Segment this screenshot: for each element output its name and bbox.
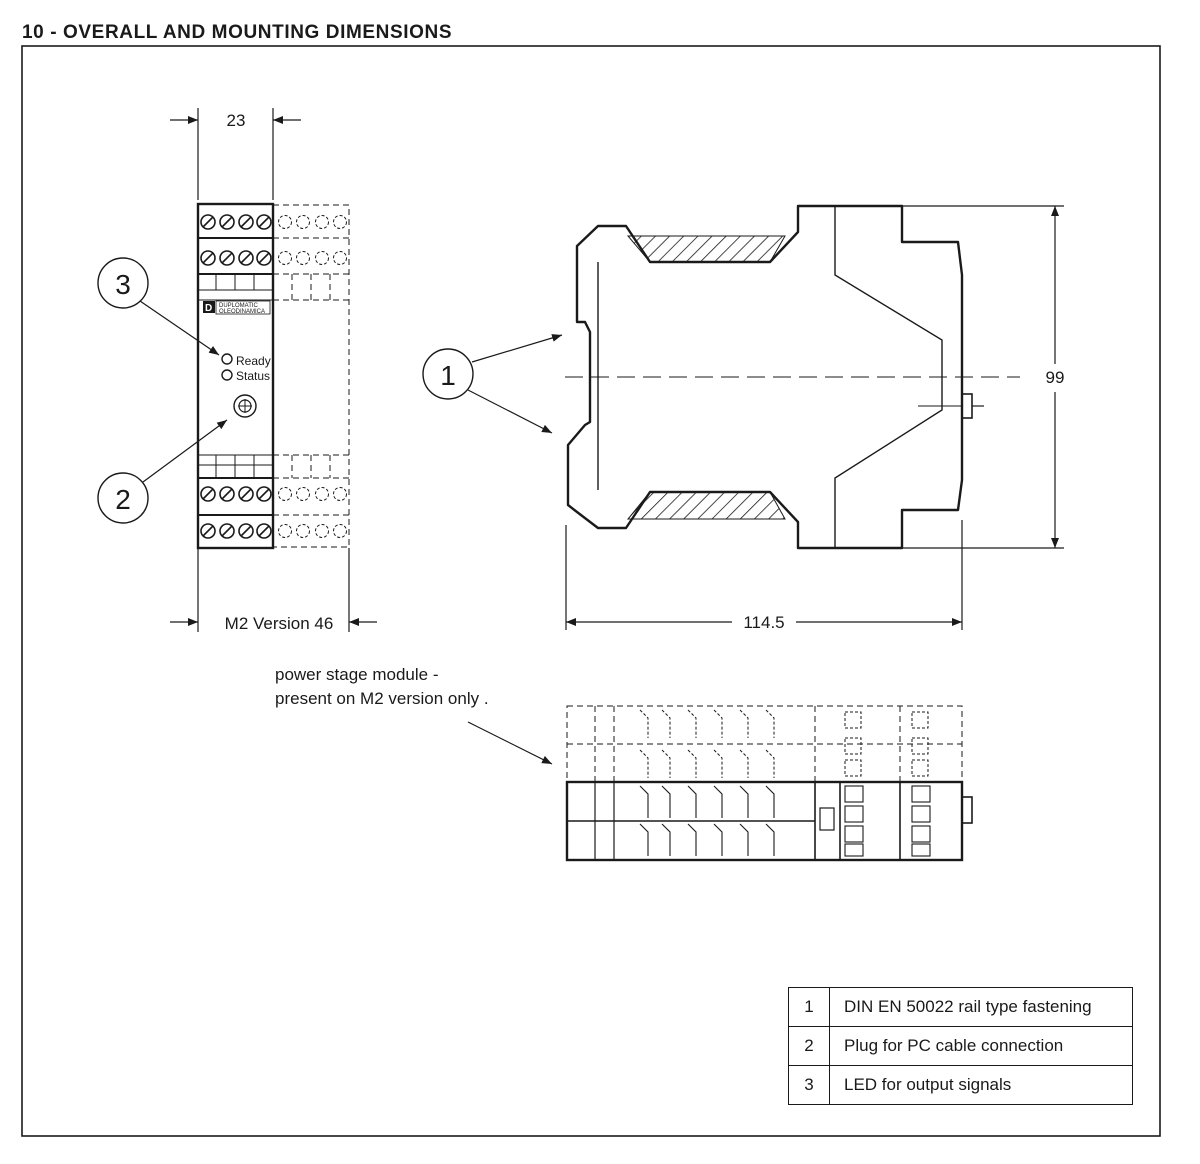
- callout-1-circle: [422, 348, 474, 400]
- legend-row: 1 DIN EN 50022 rail type fastening: [788, 987, 1133, 1027]
- led-ready-icon: [221, 353, 233, 365]
- legend-num: 2: [788, 1026, 830, 1066]
- legend-row: 2 Plug for PC cable connection: [788, 1026, 1133, 1066]
- callout-3-circle: [97, 257, 149, 309]
- top-view: power stage module - present on M2 versi…: [275, 665, 973, 862]
- legend-table: 1 DIN EN 50022 rail type fastening 2 Plu…: [788, 987, 1133, 1105]
- logo-text-line2: OLEODINAMICA: [219, 309, 265, 315]
- led-status-label: Status: [236, 369, 270, 383]
- legend-row: 3 LED for output signals: [788, 1065, 1133, 1105]
- front-view: 23: [97, 108, 377, 633]
- legend-num: 1: [788, 987, 830, 1027]
- note-line1: power stage module -: [275, 665, 438, 684]
- pc-plug-icon: [233, 394, 257, 418]
- callout-3-label: 3: [115, 269, 131, 300]
- callout-1-label: 1: [440, 360, 456, 391]
- dim-width-m2-label: M2 Version 46: [225, 614, 334, 633]
- dim-width-label: 23: [227, 111, 246, 130]
- note-line2: present on M2 version only .: [275, 689, 489, 708]
- callout-2-circle: [97, 472, 149, 524]
- legend-num: 3: [788, 1065, 830, 1105]
- legend-text: Plug for PC cable connection: [829, 1026, 1133, 1066]
- logo-text-line1: DUPLOMATIC: [219, 303, 259, 309]
- dim-depth-label: 114.5: [743, 613, 784, 632]
- led-status-icon: [221, 369, 233, 381]
- section-title: 10 - OVERALL AND MOUNTING DIMENSIONS: [22, 22, 453, 43]
- duplomatic-logo: D DUPLOMATIC OLEODINAMICA: [203, 300, 271, 315]
- svg-text:D: D: [205, 303, 212, 314]
- led-ready-label: Ready: [236, 354, 271, 368]
- callout-2-label: 2: [115, 484, 131, 515]
- drawing-frame: [21, 45, 1161, 1137]
- side-plug: [961, 393, 973, 419]
- side-view: 1 99 114.5: [422, 204, 1065, 632]
- dim-height-label: 99: [1046, 368, 1065, 387]
- legend-text: DIN EN 50022 rail type fastening: [829, 987, 1133, 1027]
- legend-text: LED for output signals: [829, 1065, 1133, 1105]
